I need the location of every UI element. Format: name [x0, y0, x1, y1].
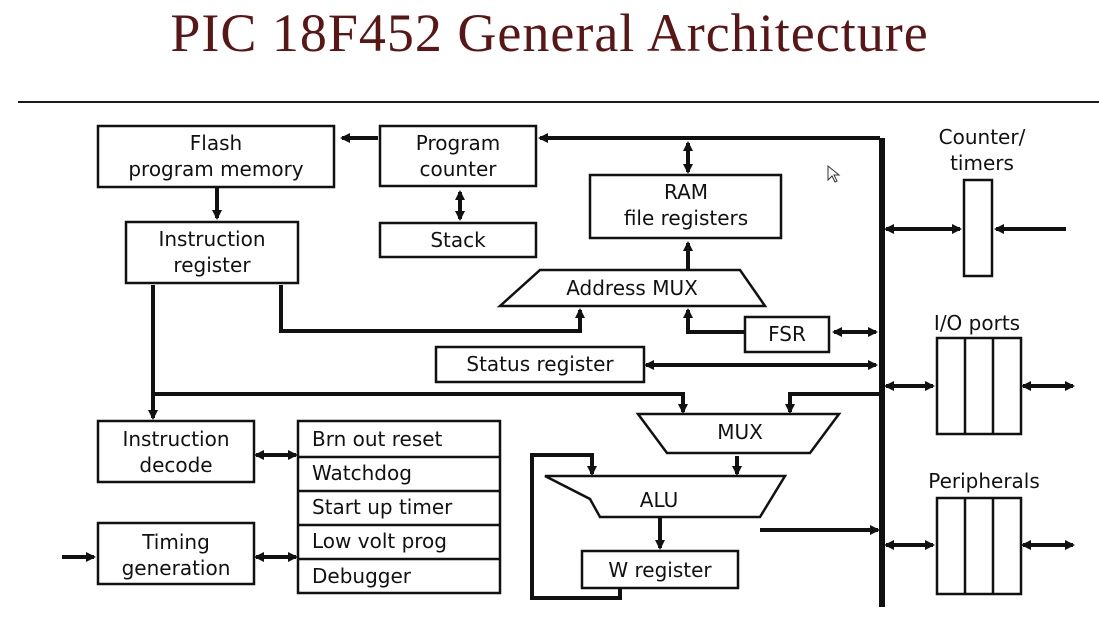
mouse-cursor-icon: [827, 164, 841, 183]
address-mux-label: Address MUX: [566, 276, 698, 300]
control-list-box: [296, 419, 502, 595]
counter-timers-block: [962, 178, 994, 278]
ir-label-line1: Instruction: [158, 227, 265, 251]
mux-shape: [635, 412, 842, 455]
io-ports-label: I/O ports: [934, 311, 1020, 335]
stack-label: Stack: [430, 228, 486, 252]
block-labels: Flash program memory Program counter Sta…: [122, 125, 1040, 582]
pc-label-line1: Program: [416, 131, 500, 155]
timing-label-line2: generation: [122, 556, 231, 580]
decode-label-line1: Instruction: [122, 427, 229, 451]
ram-label-line2: file registers: [624, 206, 748, 230]
page-title: PIC 18F452 General Architecture: [170, 3, 929, 63]
fsr-label: FSR: [768, 322, 806, 346]
w-register-box: [580, 549, 740, 590]
control-item-low-volt-prog: Low volt prog: [312, 529, 447, 553]
ram-label-line1: RAM: [664, 180, 708, 204]
control-item-watchdog: Watchdog: [312, 461, 412, 485]
pc-label-line2: counter: [420, 157, 498, 181]
peripherals-block: [935, 496, 1023, 596]
w-register-label: W register: [608, 558, 712, 582]
peripherals-label: Peripherals: [928, 469, 1040, 493]
bus-lines: [62, 133, 1075, 607]
title-divider: [18, 101, 1099, 103]
flash-label-line1: Flash: [190, 131, 242, 155]
io-ports-block: [935, 336, 1023, 436]
control-list-labels: Brn out reset Watchdog Start up timer Lo…: [312, 427, 453, 588]
counter-label-line1: Counter/: [939, 125, 1026, 149]
timing-label-line1: Timing: [141, 530, 210, 554]
timing-generation-box: [96, 521, 256, 586]
control-item-brown-out: Brn out reset: [312, 427, 443, 451]
program-counter-box: [378, 124, 538, 188]
status-register-box: [434, 345, 646, 384]
mux-label: MUX: [717, 420, 763, 444]
bus-to-mux-arrow: [785, 392, 880, 414]
status-register-label: Status register: [466, 352, 614, 376]
ir-label-line2: register: [173, 253, 251, 277]
address-mux-shape: [496, 268, 768, 308]
alu-label: ALU: [640, 488, 678, 512]
control-item-debugger: Debugger: [312, 564, 412, 588]
flash-memory-box: [96, 124, 336, 189]
fsr-box: [743, 315, 831, 354]
decode-label-line2: decode: [139, 453, 212, 477]
ir-to-mux-arrow: [153, 392, 688, 414]
fsr-to-addrmux-arrow: [683, 308, 745, 334]
instruction-register-box: [124, 220, 300, 285]
ir-to-addrmux-arrow: [279, 285, 585, 333]
block-shapes: [96, 124, 1023, 596]
ram-box: [588, 173, 783, 240]
flash-label-line2: program memory: [128, 157, 303, 181]
instruction-decode-box: [96, 419, 256, 484]
counter-label-line2: timers: [950, 151, 1014, 175]
alu-shape: [544, 474, 788, 519]
w-feedback-arrow: [530, 453, 622, 600]
stack-box: [378, 221, 538, 259]
control-item-startup-timer: Start up timer: [312, 495, 453, 519]
